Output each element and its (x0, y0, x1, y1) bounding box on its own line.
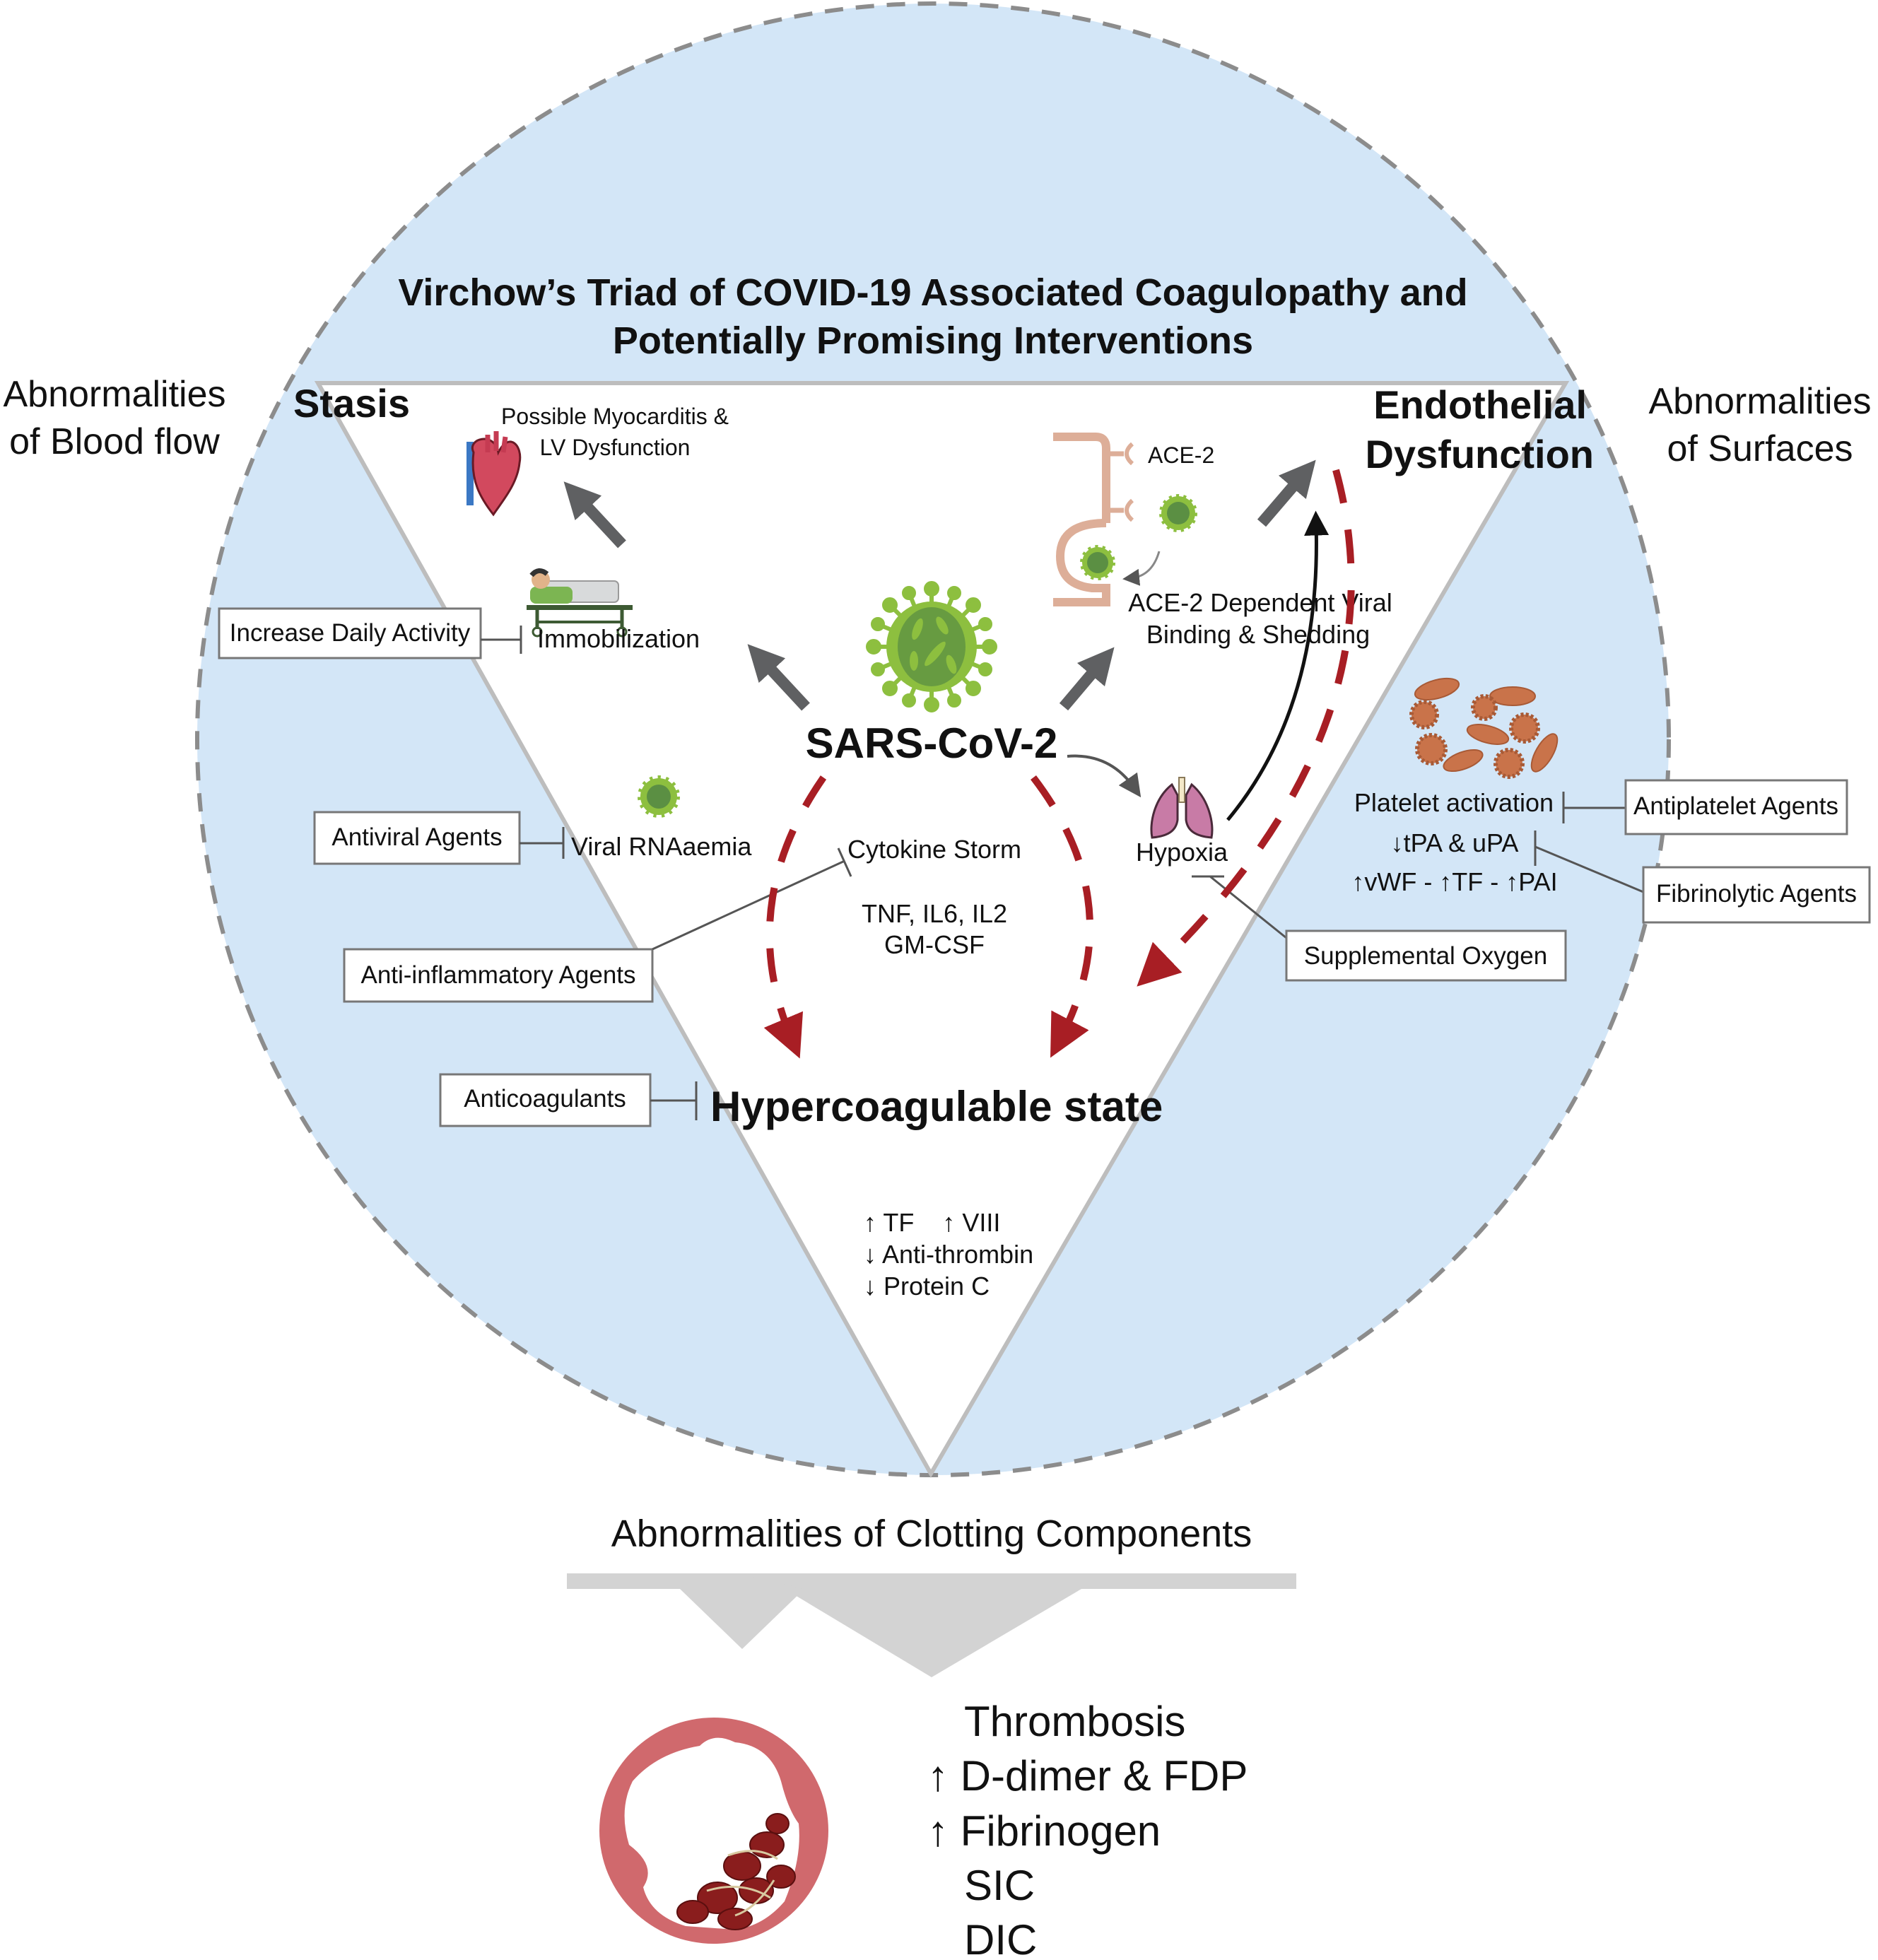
inhibition-line-oxygen (1209, 875, 1287, 939)
arrow-to-myocarditis (563, 481, 626, 548)
box-antiviral-agents (313, 811, 521, 865)
outcome-dic: DIC (964, 1916, 1037, 1960)
label-clotting-components: Abnormalities of Clotting Components (611, 1513, 1252, 1555)
dashed-arrow-endothelial (1137, 469, 1355, 987)
node-clotting-factors-line1: ↑ TF ↑ VIII (864, 1208, 1000, 1237)
inhibition-line-fibrinolytic (1534, 845, 1644, 893)
label-blood-flow-line2: of Blood flow (9, 421, 220, 462)
arrow-to-immobilization (747, 644, 810, 711)
bound-virus-icon (1080, 494, 1197, 580)
label-surfaces-line1: Abnormalities (1648, 381, 1871, 422)
node-cytokine-storm: Cytokine Storm (847, 835, 1021, 864)
intervention-antiplatelet: Antiplatelet Agents (1633, 792, 1838, 820)
node-hypercoagulable-state: Hypercoagulable state (710, 1083, 1163, 1130)
lungs-icon (1150, 777, 1214, 839)
blood-vessel-clot-icon (599, 1718, 828, 1944)
label-blood-flow-line1: Abnormalities (3, 374, 225, 415)
node-ace2-binding-line2: Binding & Shedding (1146, 620, 1370, 649)
inhibition-line-anti-inflammatory (652, 859, 845, 951)
outcome-fibrinogen: ↑ Fibrinogen (927, 1807, 1161, 1855)
corner-stasis: Stasis (293, 381, 410, 426)
arrow-to-hypoxia (1067, 754, 1142, 798)
diagram-title-line1: Virchow’s Triad of COVID-19 Associated C… (398, 271, 1467, 314)
diagram-title-line2: Potentially Promising Interventions (613, 319, 1253, 362)
intervention-increase-daily-activity: Increase Daily Activity (230, 619, 471, 647)
intervention-anticoagulants: Anticoagulants (464, 1085, 626, 1113)
shedding-arrow (1122, 551, 1161, 586)
coronavirus-icon (866, 581, 997, 712)
center-sars-cov-2: SARS-CoV-2 (806, 720, 1058, 767)
label-surfaces-line2: of Surfaces (1667, 428, 1853, 469)
outcome-sic: SIC (964, 1862, 1035, 1909)
node-cytokines-line2: GM-CSF (884, 930, 985, 959)
node-myocarditis-line2: LV Dysfunction (540, 435, 691, 460)
outcome-d-dimer: ↑ D-dimer & FDP (927, 1752, 1248, 1800)
node-clotting-factors-line3: ↓ Protein C (864, 1272, 990, 1301)
label-ace2: ACE-2 (1148, 442, 1214, 468)
inhibition-bar-cytokine (837, 847, 852, 877)
intervention-antiviral: Antiviral Agents (331, 823, 502, 851)
ace2-receptor-icon (1053, 433, 1134, 606)
box-supplemental-oxygen (1285, 929, 1567, 982)
box-antiplatelet-agents (1624, 779, 1848, 835)
node-cytokines-line1: TNF, IL6, IL2 (862, 899, 1007, 928)
intervention-supplemental-oxygen: Supplemental Oxygen (1304, 942, 1547, 970)
funnel-arrow (567, 1573, 1296, 1649)
node-platelet-activation: Platelet activation (1354, 788, 1554, 817)
dashed-arrow-left (763, 775, 827, 1059)
arrow-hypoxia-to-endothelial (1226, 510, 1330, 821)
funnel-arrowhead (785, 1589, 1081, 1677)
node-clotting-factors-line2: ↓ Anti-thrombin (864, 1240, 1033, 1269)
box-fibrinolytic-agents (1642, 866, 1871, 924)
box-anti-inflammatory (343, 948, 654, 1003)
intervention-fibrinolytic: Fibrinolytic Agents (1656, 880, 1857, 908)
node-viral-rnaaemia: Viral RNAaemia (571, 832, 752, 861)
node-hypoxia: Hypoxia (1136, 838, 1228, 867)
node-immobilization: Immobilization (537, 624, 700, 653)
small-virus-icon (638, 775, 680, 818)
corner-endothelial-line1: Endothelial (1373, 382, 1587, 427)
platelets-icon (1409, 677, 1559, 779)
box-increase-daily-activity (218, 607, 482, 659)
dashed-arrow-right (1031, 775, 1093, 1058)
arrow-to-ace2 (1059, 647, 1115, 711)
node-myocarditis-line1: Possible Myocarditis & (501, 404, 729, 429)
node-tpa-upa: ↓tPA & uPA (1391, 828, 1519, 857)
corner-endothelial-line2: Dysfunction (1365, 432, 1594, 476)
hospital-bed-icon (527, 568, 633, 638)
triad-triangle (314, 381, 1570, 1479)
intervention-anti-inflammatory: Anti-inflammatory Agents (360, 961, 635, 989)
outcome-thrombosis: Thrombosis (964, 1698, 1185, 1745)
arrow-to-endothelial (1257, 459, 1316, 527)
heart-icon (466, 431, 522, 517)
node-vwf-tf-pai: ↑vWF - ↑TF - ↑PAI (1351, 867, 1557, 896)
